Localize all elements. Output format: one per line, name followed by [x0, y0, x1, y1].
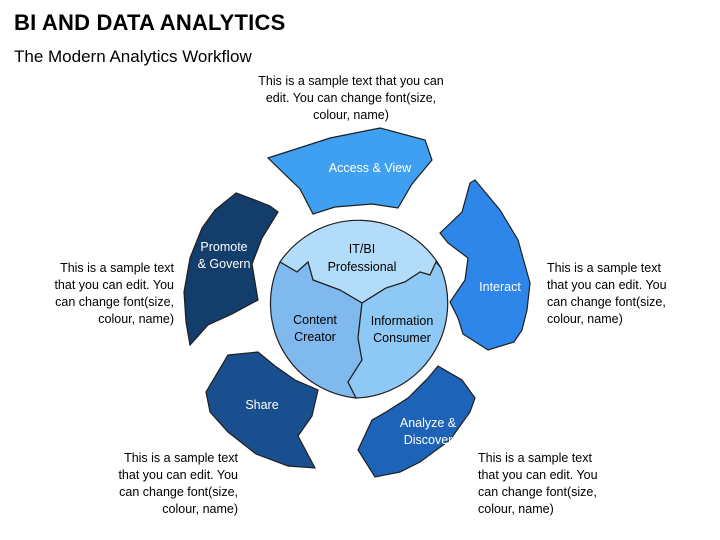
label-analyze-line2: Discover [404, 433, 453, 447]
note-left: This is a sample text that you can edit.… [30, 260, 174, 328]
label-content-creator-line1: Content [293, 313, 337, 327]
page-title: BI AND DATA ANALYTICS [14, 10, 286, 35]
note-right: This is a sample text that you can edit.… [547, 260, 707, 328]
note-top-line-1: This is a sample text that you can [258, 74, 444, 88]
label-information-consumer-line2: Consumer [373, 331, 431, 345]
note-right-line-2: that you can edit. You [547, 278, 667, 292]
note-bottom-left-line-4: colour, name) [162, 502, 238, 516]
note-left-line-2: that you can edit. You [54, 278, 174, 292]
label-interact: Interact [479, 280, 521, 294]
segment-share [205, 351, 319, 469]
label-content-creator-line2: Creator [294, 330, 336, 344]
note-bottom-right-line-4: colour, name) [478, 502, 554, 516]
label-access-view: Access & View [329, 161, 412, 175]
note-top: This is a sample text that you can edit.… [240, 73, 462, 124]
segment-promote-govern [183, 192, 279, 347]
segment-access-view [266, 127, 433, 215]
note-bottom-right-line-3: can change font(size, [478, 485, 597, 499]
label-analyze-line1: Analyze & [400, 416, 457, 430]
note-right-line-3: can change font(size, [547, 295, 666, 309]
label-information-consumer-line1: Information [371, 314, 434, 328]
label-promote-line2: & Govern [198, 257, 251, 271]
note-top-line-3: colour, name) [313, 108, 389, 122]
note-bottom-right: This is a sample text that you can edit.… [478, 450, 638, 518]
label-it-bi-line1: IT/BI [349, 242, 375, 256]
note-left-line-3: can change font(size, [55, 295, 174, 309]
note-bottom-left-line-3: can change font(size, [119, 485, 238, 499]
note-top-line-2: edit. You can change font(size, [265, 91, 437, 105]
note-bottom-left: This is a sample text that you can edit.… [94, 450, 238, 518]
center-information-consumer [347, 260, 449, 399]
label-promote-line1: Promote [200, 240, 247, 254]
note-left-line-4: colour, name) [98, 312, 174, 326]
label-share: Share [245, 398, 278, 412]
note-bottom-left-line-1: This is a sample text [124, 451, 238, 465]
note-right-line-1: This is a sample text [547, 261, 661, 275]
note-right-line-4: colour, name) [547, 312, 623, 326]
note-bottom-right-line-2: that you can edit. You [478, 468, 598, 482]
segment-interact [439, 179, 531, 351]
note-left-line-1: This is a sample text [60, 261, 174, 275]
segment-analyze-discover [357, 365, 476, 478]
note-bottom-left-line-2: that you can edit. You [118, 468, 238, 482]
page-subtitle: The Modern Analytics Workflow [14, 47, 252, 66]
label-it-bi-line2: Professional [328, 260, 397, 274]
note-bottom-right-line-1: This is a sample text [478, 451, 592, 465]
